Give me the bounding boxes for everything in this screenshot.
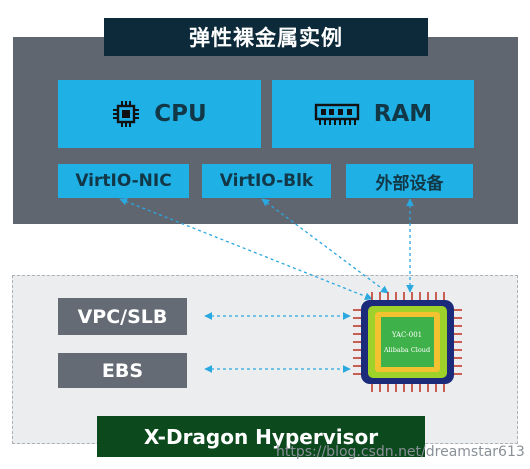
cpu-block: CPU bbox=[58, 80, 261, 148]
bare-metal-instance-title: 弹性裸金属实例 bbox=[104, 18, 428, 56]
chip-brand-text: Alibaba Cloud bbox=[383, 346, 430, 354]
vpc-slb-block: VPC/SLB bbox=[58, 298, 187, 335]
cpu-chip-icon bbox=[113, 101, 140, 127]
source-watermark: https://blog.csdn.net/dreamstar613 bbox=[276, 444, 525, 460]
ram-block: RAM bbox=[272, 80, 474, 148]
dashed-connectors bbox=[119, 197, 414, 373]
cpu-label: CPU bbox=[154, 101, 207, 127]
virtio-blk-block: VirtIO-Blk bbox=[202, 164, 331, 198]
x-dragon-hypervisor-label: X-Dragon Hypervisor bbox=[97, 416, 425, 457]
external-device-block: 外部设备 bbox=[346, 164, 473, 198]
ram-label: RAM bbox=[373, 101, 433, 127]
nic-to-chip-connector bbox=[119, 197, 373, 301]
alibaba-cloud-chip: YAC-001 Alibaba Cloud bbox=[353, 292, 462, 392]
ram-module-icon bbox=[314, 103, 359, 125]
virtio-nic-block: VirtIO-NIC bbox=[58, 164, 189, 198]
blk-to-chip-connector bbox=[261, 198, 389, 294]
ebs-block: EBS bbox=[58, 353, 187, 388]
chip-model-text: YAC-001 bbox=[391, 331, 422, 339]
